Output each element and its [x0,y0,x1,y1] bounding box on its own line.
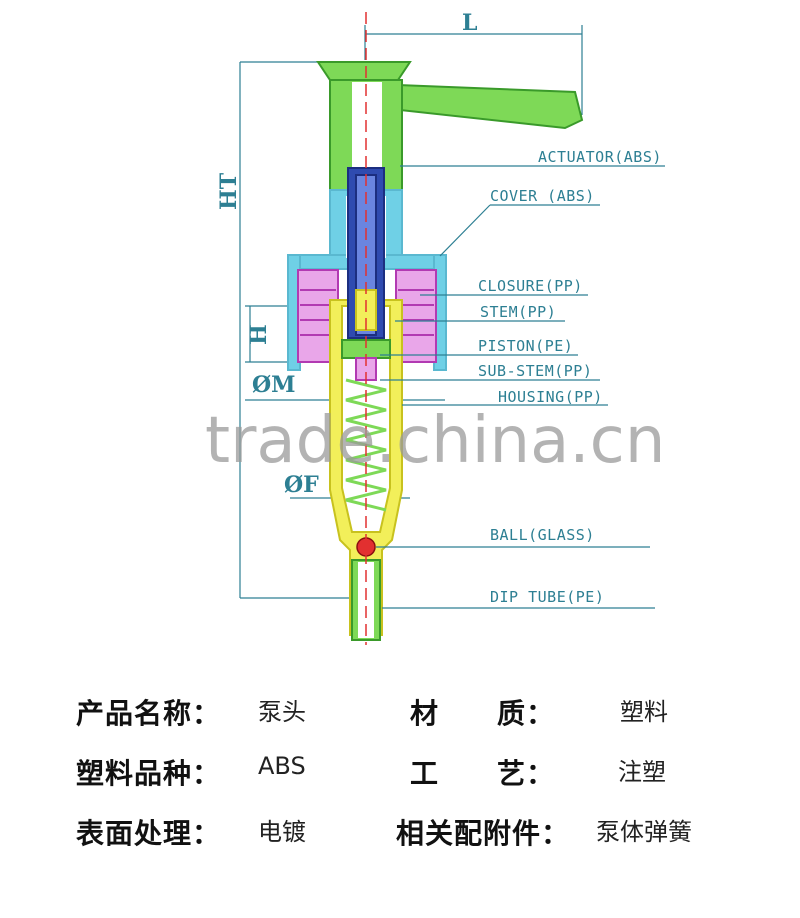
spec-key: 表面处理： [76,817,222,850]
dim-dia-m: ØM [252,372,296,398]
dim-height: H [246,324,272,345]
spec-value: ABS [258,752,306,780]
spec-row: 塑料品种： ABS 工 艺： 注塑 [0,752,800,802]
label-actuator: ACTUATOR(ABS) [538,148,662,166]
spec-value: 泵头 [258,698,306,726]
spec-value: 泵体弹簧 [596,818,692,846]
watermark: trade.china.cn [205,404,665,478]
spec-key: 塑料品种： [76,757,222,790]
spec-row: 产品名称： 泵头 材 质： 塑料 [0,692,800,742]
spec-key: 材 质： [410,697,556,730]
spec-row: 表面处理： 电镀 相关配附件： 泵体弹簧 [0,812,800,862]
spec-key: 工 艺： [410,757,556,790]
dim-dia-f: ØF [284,472,319,498]
label-stem: STEM(PP) [480,303,556,321]
dim-height-total: HT [216,172,242,210]
label-ball: BALL(GLASS) [490,526,595,544]
dim-length: L [462,10,477,36]
spec-value: 注塑 [618,758,666,786]
label-housing: HOUSING(PP) [498,388,603,406]
leader-lines [376,165,665,609]
label-substem: SUB-STEM(PP) [478,362,592,380]
dimension-lines [239,25,583,599]
spec-key: 相关配附件： [396,817,571,850]
spec-value: 塑料 [620,698,668,726]
actuator [316,61,584,191]
spec-table: 产品名称： 泵头 材 质： 塑料 塑料品种： ABS 工 艺： 注塑 表面处理：… [0,680,800,880]
pump-diagram: L HT H ØM ØF ACTUATOR(ABS) COVER (ABS) C… [205,10,665,645]
spec-value: 电镀 [258,818,306,846]
spec-key: 产品名称： [76,697,222,730]
label-piston: PISTON(PE) [478,337,573,355]
label-closure: CLOSURE(PP) [478,277,583,295]
label-cover: COVER (ABS) [490,187,595,205]
piston [341,339,391,381]
label-diptube: DIP TUBE(PE) [490,588,604,606]
